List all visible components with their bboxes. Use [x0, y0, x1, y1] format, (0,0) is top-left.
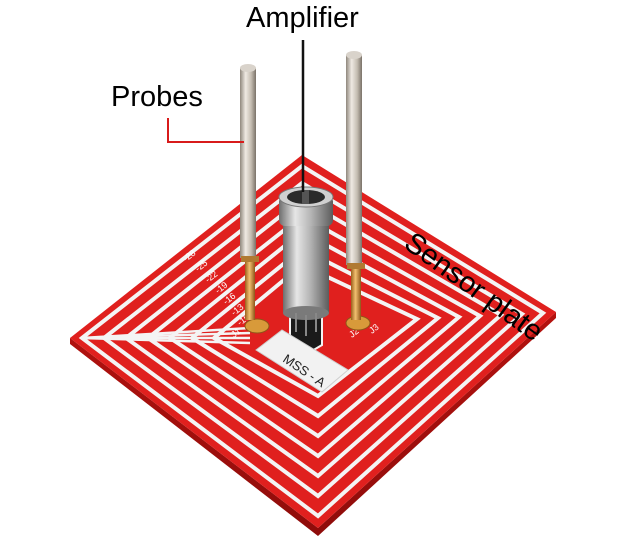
board-tag: MSS - A [255, 329, 349, 393]
probes-leader-line [167, 118, 244, 143]
amplifier-label: Amplifier [246, 2, 359, 34]
trace-leads [81, 326, 251, 345]
amplifier [278, 186, 334, 336]
probe-pad-left [244, 318, 270, 334]
probe-left [240, 64, 259, 320]
probes-label: Probes [111, 81, 203, 113]
probe-right [346, 51, 365, 320]
